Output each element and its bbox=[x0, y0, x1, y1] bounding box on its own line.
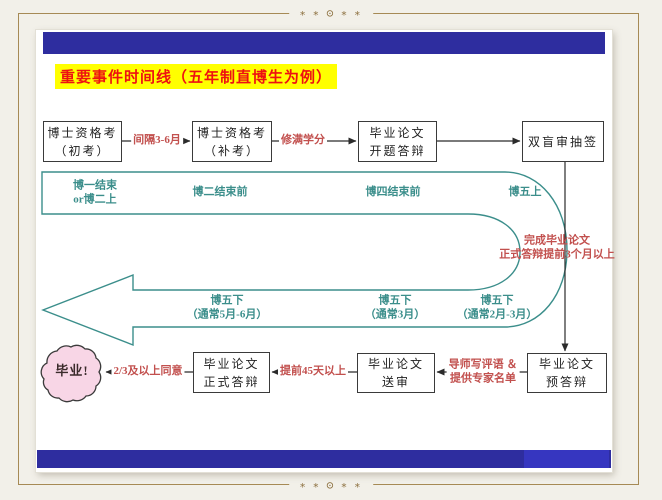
box-qualify-exam-retake: 博士资格考 （补考） bbox=[192, 121, 272, 162]
box-label-line: 开题答辩 bbox=[369, 143, 426, 158]
stage-label-line: 博五下 bbox=[210, 294, 244, 307]
box-qualify-exam-initial: 博士资格考 （初考） bbox=[43, 121, 122, 162]
box-label-line: 毕业论文 bbox=[538, 357, 595, 371]
box-thesis-submission: 毕业论文 送审 bbox=[357, 353, 435, 393]
box-thesis-pre-defense: 毕业论文 预答辩 bbox=[527, 353, 607, 393]
label-complete-credits: 修满学分 bbox=[279, 134, 327, 148]
box-label-line: （补考） bbox=[203, 143, 260, 158]
timeline-band-shape bbox=[41, 171, 568, 347]
box-thesis-formal-defense: 毕业论文 正式答辩 bbox=[193, 352, 270, 393]
label-return-march: 博五下 （通常3月） bbox=[365, 294, 426, 322]
stage-label-line: （通常2月-3月） bbox=[456, 308, 538, 320]
label-stage-year2-end: 博二结束前 bbox=[192, 186, 248, 199]
box-label-line: 毕业论文 bbox=[203, 356, 260, 371]
graduation-cloud-shape bbox=[40, 344, 102, 403]
box-label-line: 预答辩 bbox=[545, 375, 588, 389]
box-label-line: 博士资格考 bbox=[196, 125, 267, 140]
label-two-thirds-approval: 2/3及以上同意 bbox=[111, 365, 185, 379]
box-label-line: 双盲审抽签 bbox=[527, 134, 598, 149]
box-thesis-proposal-defense: 毕业论文 开题答辩 bbox=[358, 121, 437, 162]
label-stage-year1-end: 博一结束 or博二上 bbox=[73, 179, 117, 207]
box-label-line: 送审 bbox=[381, 375, 410, 389]
label-45-days-ahead: 提前45天以上 bbox=[278, 365, 348, 379]
advisor-label-line: 提供专家名单 bbox=[450, 372, 516, 384]
note-line: 正式答辩提前3个月以上 bbox=[499, 248, 615, 260]
stage-label-line: 博五下 bbox=[480, 294, 514, 307]
stage-label-line: （通常5月-6月） bbox=[186, 308, 268, 320]
label-stage-year4-end: 博四结束前 bbox=[365, 186, 421, 199]
label-stage-year5-first-half: 博五上 bbox=[508, 186, 542, 199]
frame-ornament-top-icon: ∗ ∗ ⊙ ∗ ∗ bbox=[289, 8, 373, 20]
stage-label-line: or博二上 bbox=[73, 193, 117, 205]
stage-label-line: （通常3月） bbox=[364, 308, 426, 320]
box-label-line: 毕业论文 bbox=[367, 357, 424, 371]
slide-header-bar bbox=[43, 32, 605, 54]
graduation-cloud-label: 毕业! bbox=[55, 363, 89, 378]
label-advisor-comments: 导师写评语 ＆ 提供专家名单 bbox=[446, 358, 520, 386]
slide-footer-accent bbox=[524, 450, 609, 468]
box-label-line: 毕业论文 bbox=[369, 125, 426, 140]
stage-label-line: 博一结束 bbox=[73, 179, 117, 192]
box-label-line: 博士资格考 bbox=[47, 125, 118, 140]
stage-label-line: 博五下 bbox=[378, 294, 412, 307]
slide-footer-bar bbox=[37, 450, 611, 468]
frame-ornament-bottom-icon: ∗ ∗ ⊙ ∗ ∗ bbox=[289, 480, 373, 492]
presentation-slide: 重要事件时间线（五年制直博生为例） 博士资格考 （ bbox=[36, 30, 615, 472]
label-return-feb-march: 博五下 （通常2月-3月） bbox=[457, 294, 538, 322]
label-gap-3-6-months: 间隔3-6月 bbox=[131, 134, 183, 148]
note-complete-thesis-3months: 完成毕业论文 正式答辩提前3个月以上 bbox=[497, 234, 617, 262]
advisor-label-line: 导师写评语 ＆ bbox=[448, 358, 518, 371]
box-double-blind-lottery: 双盲审抽签 bbox=[522, 121, 604, 162]
box-label-line: 正式答辩 bbox=[203, 374, 260, 389]
note-line: 完成毕业论文 bbox=[524, 234, 590, 247]
box-label-line: （初考） bbox=[54, 143, 111, 158]
slide-title: 重要事件时间线（五年制直博生为例） bbox=[55, 64, 338, 89]
label-return-may-june: 博五下 （通常5月-6月） bbox=[187, 294, 268, 322]
